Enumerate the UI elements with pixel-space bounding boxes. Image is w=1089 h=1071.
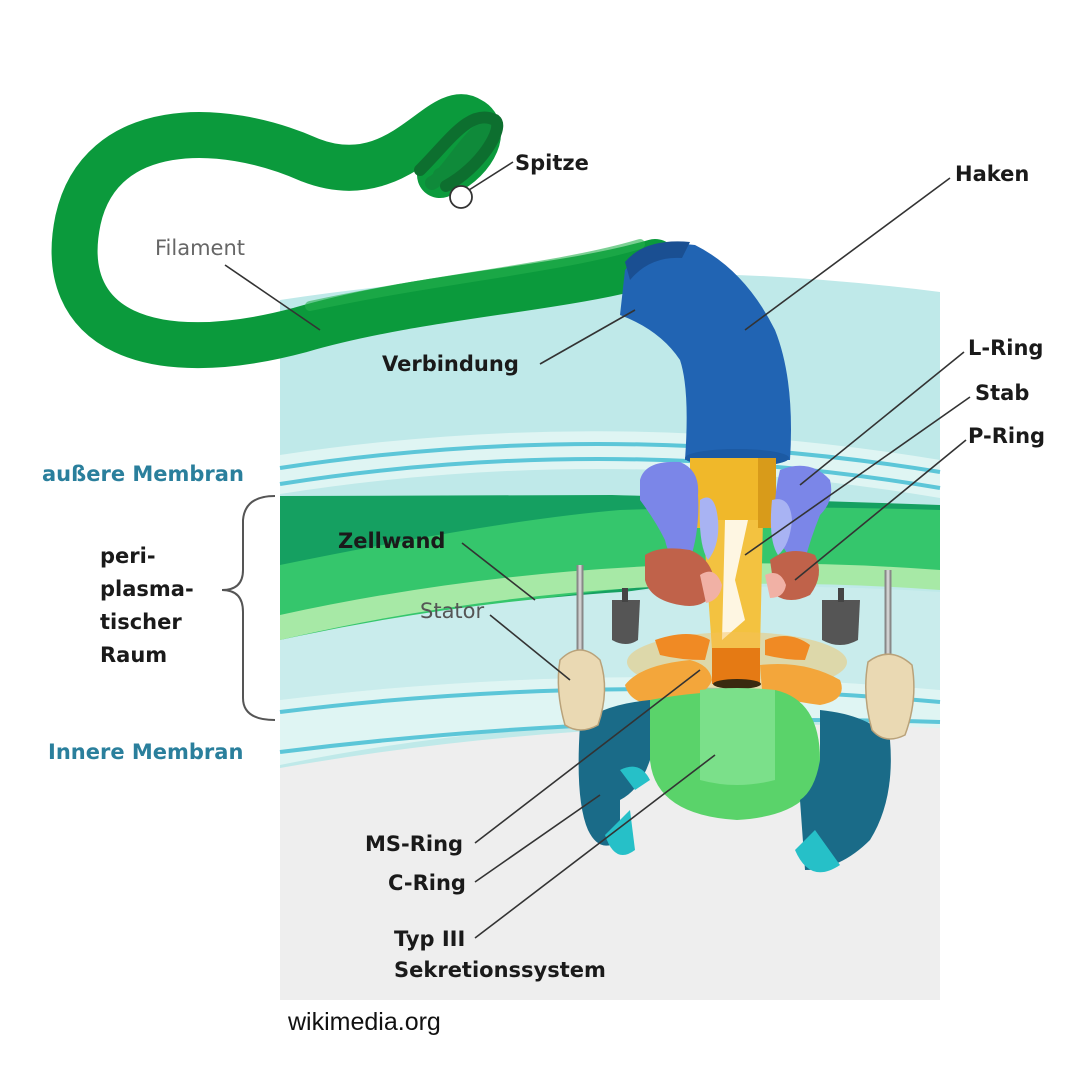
l-ring-inner (699, 497, 719, 560)
stator-units (557, 565, 915, 740)
ms-ring-pore (713, 679, 761, 689)
label-spitze: Spitze (515, 151, 589, 175)
label-periplasma-4: Raum (100, 643, 167, 667)
leader-stator (489, 614, 571, 681)
p-ring-inner (700, 571, 722, 603)
leader-verbindung (539, 309, 636, 365)
label-ms-ring: MS-Ring (365, 832, 463, 856)
leader-stab (744, 396, 971, 556)
filament-tip-dark (414, 111, 504, 192)
c-ring-right (800, 710, 891, 870)
filament (51, 94, 678, 369)
leader-spitze (468, 161, 514, 191)
leader-lines (224, 161, 971, 939)
stator-anchor (822, 600, 860, 645)
label-p-ring: P-Ring (968, 424, 1045, 448)
label-zellwand: Zellwand (338, 529, 445, 553)
leader-c-ring (474, 794, 601, 883)
rod-cut (722, 520, 748, 640)
label-periplasma-3: tischer (100, 610, 182, 634)
ms-ring-left (625, 660, 712, 705)
outer-membrane-line (279, 442, 941, 474)
label-innere-membran: Innere Membran (48, 740, 243, 764)
filament-highlight (305, 239, 645, 311)
label-l-ring: L-Ring (968, 336, 1043, 360)
ms-ring-top-left (655, 634, 710, 660)
label-c-ring: C-Ring (388, 871, 466, 895)
tip-marker (449, 185, 473, 209)
label-typ3-line2: Sekretionssystem (394, 958, 606, 982)
leader-zellwand (461, 542, 536, 601)
source-credit: wikimedia.org (288, 1008, 441, 1036)
label-filament: Filament (155, 236, 245, 260)
c-ring-left (578, 700, 650, 846)
label-periplasma-1: peri- (100, 544, 156, 568)
stator-stalk (838, 588, 844, 602)
leader-haken (744, 177, 951, 331)
label-periplasma-2: plasma- (100, 577, 194, 601)
leader-filament (224, 264, 321, 331)
label-typ3-line1: Typ III (394, 927, 465, 951)
label-verbindung: Verbindung (382, 352, 519, 376)
label-haken: Haken (955, 162, 1029, 186)
label-stator: Stator (420, 599, 485, 623)
type3-secretion-system (650, 688, 820, 820)
c-ring-light (620, 766, 650, 790)
leader-ms-ring (474, 669, 701, 844)
leader-p-ring (794, 439, 967, 581)
ms-ring (625, 632, 847, 705)
hook-junction (625, 241, 690, 280)
p-ring (645, 548, 819, 606)
l-ring-inner (770, 499, 792, 555)
ms-ring-top-right (765, 636, 810, 660)
filament-body (51, 94, 678, 369)
stator-stalk (622, 588, 628, 602)
periplasm-bracket (221, 495, 276, 721)
type3-shade (700, 688, 775, 785)
l-ring-left (640, 461, 699, 561)
stator-unit-left (557, 649, 606, 731)
stator-unit-right (865, 653, 915, 740)
label-stab: Stab (975, 381, 1029, 405)
leader-typ3 (474, 754, 716, 939)
hook-body (620, 244, 791, 460)
ms-ring-core (712, 648, 760, 684)
labels: Spitze Filament Haken Verbindung L-Ring … (42, 151, 1045, 982)
leader-l-ring (799, 351, 965, 486)
outer-membrane-line (279, 457, 941, 490)
p-ring-left (645, 548, 715, 606)
label-aeussere-membran: außere Membran (42, 462, 244, 486)
stator-anchor (612, 600, 640, 644)
filament-tip (425, 117, 501, 190)
p-ring-inner (765, 572, 786, 598)
stator-anchors (612, 588, 860, 645)
c-ring-light (795, 830, 840, 873)
